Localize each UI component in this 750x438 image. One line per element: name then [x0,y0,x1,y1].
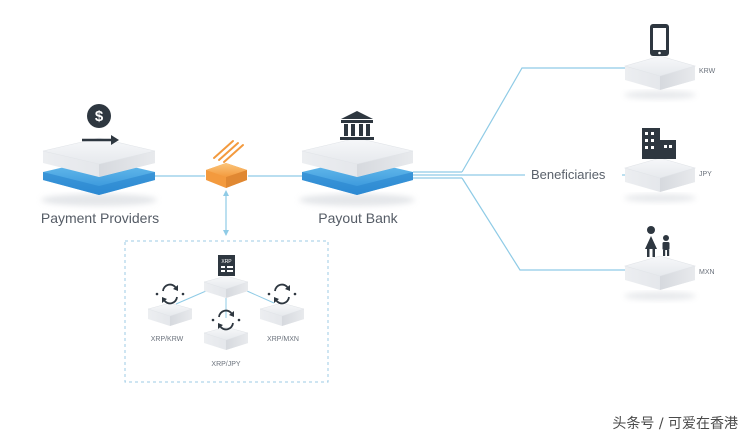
ripple-stripes-icon [213,140,244,163]
jpy-node: JPY [623,128,712,202]
line-to-mxn [461,177,625,271]
xrp-mxn-label: XRP/MXN [267,336,299,343]
beneficiaries-label: Beneficiaries [531,167,606,182]
line-to-krw [461,67,625,173]
payment-providers-label: Payment Providers [41,210,159,226]
xrp-ledger-slab: XRP [203,255,249,298]
exchange-cycle-icon [211,309,241,331]
payment-providers-node: $ Payment Providers [41,104,159,226]
xrp-mxn-slab: XRP/MXN [259,283,305,343]
exchange-cycle-icon [155,283,185,305]
krw-node: KRW [623,24,716,99]
exchange-cycle-icon [267,283,297,305]
xrp-krw-label: XRP/KRW [151,336,184,343]
smartphone-icon [650,24,669,56]
building-icon [642,128,676,159]
connection-lines [155,67,630,271]
arrow-down [223,230,229,236]
xrp-krw-slab: XRP/KRW [147,283,193,343]
krw-label: KRW [699,68,716,75]
payout-bank-node: Payout Bank [299,111,415,226]
exchange-box: XRP XRP/KRW [124,240,329,383]
dollar-arrow-icon: $ [82,104,119,145]
xrp-ledger-icon: XRP [218,255,235,276]
watermark-text: 头条号 / 可爱在香港 [612,415,738,432]
xrp-bridge-node [206,140,247,188]
family-icon [645,226,670,257]
xrp-jpy-slab: XRP/JPY [203,309,249,368]
mxn-node: MXN [623,226,715,300]
arrow-up [223,190,229,196]
xrp-badge-text: XRP [221,259,232,265]
svg-text:$: $ [95,108,104,125]
jpy-label: JPY [699,171,712,178]
payout-bank-label: Payout Bank [318,210,398,226]
mxn-label: MXN [699,269,715,276]
bank-icon [340,111,374,140]
xrp-jpy-label: XRP/JPY [211,361,241,368]
